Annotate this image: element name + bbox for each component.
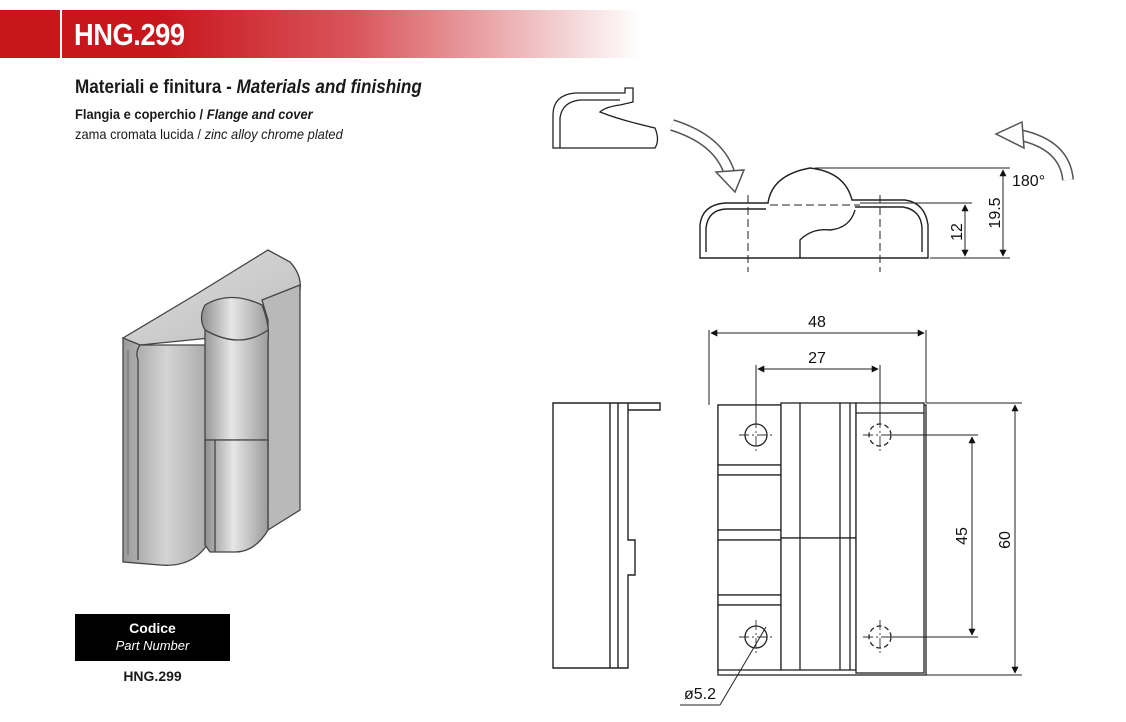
hinge-3d-render [121, 249, 301, 566]
side-view-drawing [552, 402, 661, 669]
dim-spacing-45: 45 [954, 527, 971, 545]
part-name-it: Flangia e coperchio / [75, 106, 207, 122]
end-view-dimensions [815, 167, 1010, 259]
part-name: Flangia e coperchio / Flange and cover [75, 106, 313, 122]
code-label-en: Part Number [115, 638, 190, 653]
materials-title-it: Materiali e finitura - [75, 77, 237, 98]
end-view-drawing [699, 167, 929, 272]
materials-title-en: Materials and finishing [236, 77, 422, 98]
finish-it: zama cromata lucida / [75, 126, 205, 142]
rotation-angle-label: 180° [1012, 173, 1045, 190]
code-label-it: Codice [129, 620, 176, 636]
part-name-en: Flange and cover [206, 106, 313, 122]
front-view-drawing [717, 402, 927, 676]
part-number-box: Codice Part Number [75, 614, 230, 661]
dim-height-12: 12 [949, 223, 966, 241]
dim-hole-diameter: ø5.2 [684, 686, 716, 703]
header-divider [60, 10, 62, 58]
dim-width-27: 27 [808, 350, 826, 367]
rotation-arrow-left-icon [670, 119, 746, 194]
finish-en: zinc alloy chrome plated [204, 126, 343, 142]
dim-width-48: 48 [808, 314, 826, 331]
part-number-value: HNG.299 [123, 668, 182, 684]
front-view-dimensions [680, 329, 1022, 706]
header-band [0, 10, 640, 58]
rotation-arrow-right-icon [994, 120, 1074, 181]
dim-height-19-5: 19.5 [987, 197, 1004, 228]
materials-title: Materiali e finitura - Materials and fin… [75, 77, 422, 99]
dim-length-60: 60 [997, 531, 1014, 549]
side-profile-small [552, 87, 659, 149]
product-code-title: HNG.299 [74, 17, 185, 52]
finish-description: zama cromata lucida / zinc alloy chrome … [75, 126, 343, 142]
